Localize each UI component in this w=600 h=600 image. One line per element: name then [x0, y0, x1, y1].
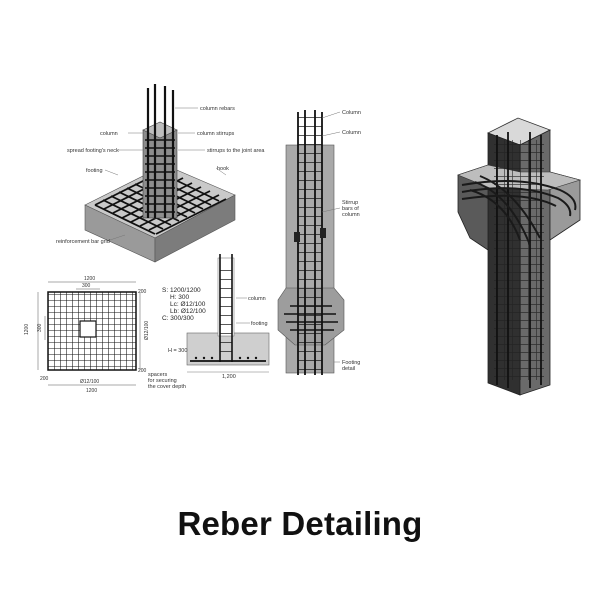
elev-block-right [320, 228, 326, 238]
plan-dimension-lines [37, 281, 141, 386]
label-spread-footing-neck: spread footing's neck [67, 148, 119, 154]
elev-leaders [321, 111, 341, 363]
spec-line-2: H: 300 [170, 294, 190, 301]
plan-view-drawing: 1200 300 1200 300 Ø12/100 200 200 200 Ø1… [24, 276, 150, 394]
joint-main-bars [496, 132, 542, 388]
label-column: column [100, 131, 118, 137]
section-column-stirrups [220, 262, 232, 358]
plan-dim-left-outer: 1200 [24, 324, 30, 335]
footing-3d-drawing: column rebars column column stirrups spr… [56, 84, 265, 263]
section-label-bottom: 1,200 [222, 374, 236, 380]
plan-dim-left-inner: 300 [37, 323, 43, 332]
joint-beam-bars [461, 175, 577, 246]
elev-label-bottom-2: detail [342, 366, 355, 372]
column-elevation-drawing: Column Column Stirrup bars of column Foo… [277, 110, 361, 375]
spec-line-1: S: 1200/1200 [162, 287, 201, 294]
spec-line-4: Lb: Ø12/100 [170, 308, 206, 315]
section-bottom-dots [194, 356, 258, 360]
label-reinforcement-grid: reinforcement bar grid [56, 239, 110, 245]
elev-label-top1: Column [342, 110, 361, 116]
footing-leaders [104, 107, 227, 241]
section-view-drawing: S: 1200/1200 H: 300 Lc: Ø12/100 Lb: Ø12/… [148, 254, 270, 390]
section-label-footing: footing [251, 321, 268, 327]
section-label-height: H = 300 [168, 348, 187, 354]
elev-block-left [294, 232, 300, 242]
spec-line-5: C: 300/300 [162, 315, 194, 322]
spec-line-3: Lc: Ø12/100 [170, 301, 206, 308]
plan-dim-top-inner: 300 [82, 283, 91, 289]
elev-label-top2: Column [342, 130, 361, 136]
column-rebars [146, 84, 175, 218]
plan-dim-bottom-corner: 200 [40, 376, 49, 382]
label-column-stirrups: column stirrups [197, 131, 235, 137]
section-label-spacers-2: for securing [148, 378, 177, 384]
label-stirrups-joint: stirrups to the joint area [207, 148, 265, 154]
plan-dim-corner-br: 200 [138, 368, 147, 374]
plan-dim-top-outer: 1200 [84, 276, 95, 282]
elev-footing-bars [284, 305, 338, 331]
plan-dim-bottom-outer: 1200 [86, 388, 97, 394]
elev-label-mid-3: column [342, 212, 360, 218]
section-label-spacers-1: spacers [148, 372, 168, 378]
plan-column-opening [79, 320, 97, 338]
plan-dim-right-label: Ø12/100 [144, 321, 150, 340]
footing-block-side [154, 194, 236, 263]
page-title: Reber Detailing [177, 505, 423, 542]
elev-label-mid-1: Stirrup [342, 200, 358, 206]
section-label-spacers-3: the cover depth [148, 384, 186, 390]
label-column-rebars: column rebars [200, 106, 235, 112]
neck-stirrups [145, 139, 175, 213]
elev-label-bottom-1: Footing [342, 360, 360, 366]
elev-label-mid-2: bars of [342, 206, 359, 212]
elev-column-bars [297, 110, 323, 375]
label-hook: hook [217, 166, 229, 172]
joint-column-cage [494, 140, 544, 380]
section-label-column: column [248, 296, 266, 302]
elev-column-cage [298, 115, 322, 375]
plan-dim-corner-tl: 200 [138, 289, 147, 295]
joint-3d-drawing [457, 117, 582, 396]
plan-dim-bottom-label: Ø12/100 [80, 379, 99, 385]
label-footing: footing [86, 168, 103, 174]
